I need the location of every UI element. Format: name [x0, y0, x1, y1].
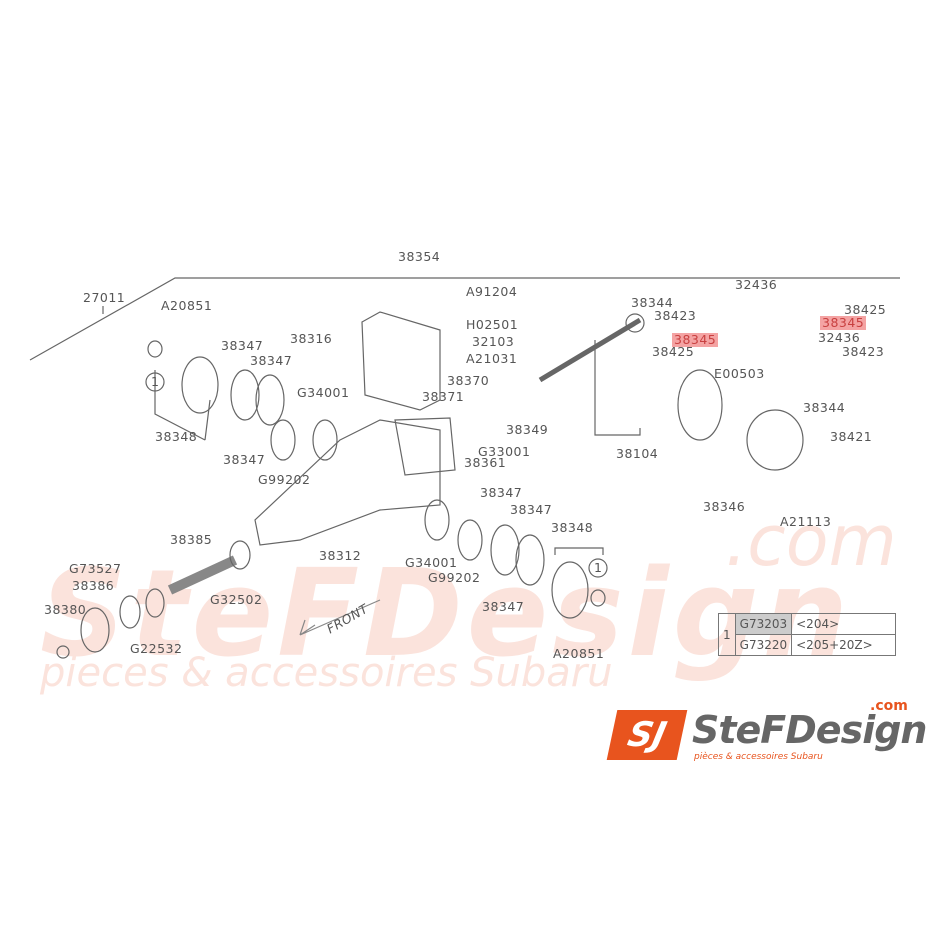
part-label[interactable]: A91204	[466, 284, 518, 299]
part-label[interactable]: 38371	[422, 389, 465, 404]
watermark-tagline: pieces & accessoires Subaru	[40, 650, 613, 696]
part-label[interactable]: G34001	[405, 555, 458, 570]
part-label[interactable]: 38347	[250, 353, 293, 368]
part-label[interactable]: 38386	[72, 578, 115, 593]
part-label-highlighted[interactable]: 38345	[820, 315, 867, 330]
part-label[interactable]: G99202	[428, 570, 481, 585]
part-label[interactable]: 38423	[842, 344, 885, 359]
part-label[interactable]: H02501	[466, 317, 519, 332]
logo-tagline: pièces & accessoires Subaru	[694, 752, 823, 762]
part-label[interactable]: 38344	[803, 400, 846, 415]
logo-name: SteFDesign	[692, 708, 927, 752]
part-label[interactable]: 38347	[223, 452, 266, 467]
part-label[interactable]: 38349	[506, 422, 549, 437]
part-label[interactable]: A20851	[161, 298, 213, 313]
part-label[interactable]: 38104	[616, 446, 659, 461]
part-label[interactable]: 38361	[464, 455, 507, 470]
part-label[interactable]: G34001	[297, 385, 350, 400]
part-label[interactable]: 38316	[290, 331, 333, 346]
part-label[interactable]: G99202	[258, 472, 311, 487]
part-label[interactable]: 38346	[703, 499, 746, 514]
part-label[interactable]: 27011	[83, 290, 126, 305]
part-label[interactable]: 38425	[652, 344, 695, 359]
table-part[interactable]: G73220	[734, 634, 793, 656]
part-label[interactable]: G73527	[69, 561, 122, 576]
logo-domain: .com	[870, 698, 908, 714]
part-label[interactable]: 38425	[844, 302, 887, 317]
part-label[interactable]: G33001	[478, 444, 531, 459]
part-label[interactable]: 38344	[631, 295, 674, 310]
table-spec: <205+20Z>	[791, 634, 897, 656]
part-label[interactable]: 32436	[735, 277, 778, 292]
part-label[interactable]: 38348	[155, 429, 198, 444]
part-label[interactable]: 38421	[830, 429, 873, 444]
part-label[interactable]: 32436	[818, 330, 861, 345]
table-part[interactable]: G73203	[734, 613, 793, 635]
part-label[interactable]: 38347	[482, 599, 525, 614]
callout-marker: 1	[151, 374, 160, 389]
part-label[interactable]: G22532	[130, 641, 183, 656]
part-label[interactable]: 38380	[44, 602, 87, 617]
logo-mark: SJ	[606, 710, 688, 760]
part-label[interactable]: A20851	[553, 646, 605, 661]
part-label[interactable]: 38347	[480, 485, 523, 500]
part-label[interactable]: 38370	[447, 373, 490, 388]
part-label[interactable]: 38347	[221, 338, 264, 353]
part-label[interactable]: A21031	[466, 351, 518, 366]
watermark-brand: SteFDesign	[40, 545, 853, 684]
part-label[interactable]: 32103	[472, 334, 515, 349]
part-label[interactable]: G32502	[210, 592, 263, 607]
stefdesign-logo: SJ SteFDesign .com pièces & accessoires …	[606, 698, 927, 768]
watermark-domain: .com	[725, 500, 897, 582]
callout-marker: 1	[594, 560, 603, 575]
part-label[interactable]: E00503	[714, 366, 765, 381]
part-label[interactable]: 38348	[551, 520, 594, 535]
part-label[interactable]: A21113	[780, 514, 832, 529]
table-spec: <204>	[791, 613, 897, 635]
part-label[interactable]: 38354	[398, 249, 441, 264]
part-label-highlighted[interactable]: 38345	[672, 332, 719, 347]
part-label[interactable]: 38312	[319, 548, 362, 563]
part-label[interactable]: 38385	[170, 532, 213, 547]
part-label[interactable]: 38347	[510, 502, 553, 517]
table-marker: 1	[718, 613, 736, 656]
part-code-table: 1 G73203 <204> G73220 <205+20Z>	[718, 613, 897, 656]
part-label[interactable]: 38423	[654, 308, 697, 323]
